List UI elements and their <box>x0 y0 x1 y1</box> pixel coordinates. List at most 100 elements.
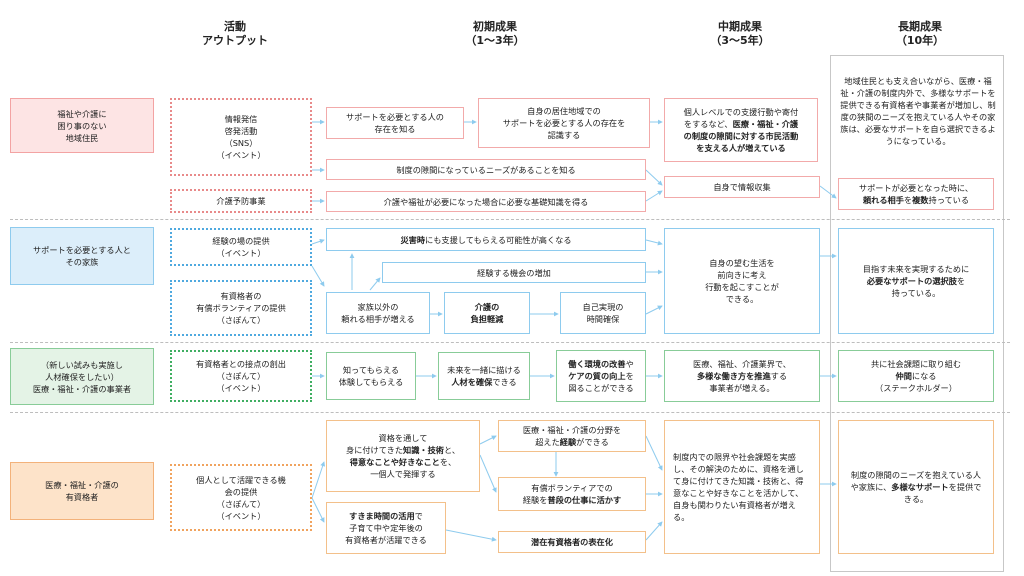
initial-know-people: サポートを必要とする人の 存在を知る <box>326 107 464 139</box>
initial-qual-3: と、 <box>443 445 461 455</box>
header-initial: 初期成果 （1〜3年） <box>430 20 560 48</box>
long-diverse-support-text: 制度の隙間のニーズを抱えている人や家族に、多様なサポートを提供できる。 <box>847 469 985 505</box>
initial-cross-bold: 経験 <box>559 437 577 447</box>
long-vision: 地域住民とも支え合いながら、医療・福祉・介護の制度内外で、多様なサポートを提供で… <box>834 58 1002 164</box>
initial-future: 未来を一緒に描ける人材を確保できる <box>438 352 530 400</box>
stakeholder-professionals: 医療・福祉・介護の 有資格者 <box>10 462 154 520</box>
mid-diverse-work-text: 医療、福祉、介護業界で、多様な働き方を推進する事業者が増える。 <box>693 358 791 394</box>
long-support-choices-text: 目指す未来を実現するために必要なサポートの選択肢を持っている。 <box>863 263 969 299</box>
initial-spare-time-text: すきま時間の活用で子育て中や定年後の有資格者が活躍できる <box>345 510 427 546</box>
header-activity: 活動 アウトプット <box>180 20 290 48</box>
initial-env-2: を <box>625 371 634 381</box>
mid-involved-professionals: 制度内での限界や社会課題を実感し、その解決のために、資格を通して身に付けてきた知… <box>664 420 820 554</box>
initial-future-text: 未来を一緒に描ける人材を確保できる <box>447 364 521 388</box>
long-choice-2: を <box>956 276 966 286</box>
mid-civic-action-text: 個人レベルでの支援行動や寄付をするなど、医療・福祉・介護の制度の隙間に対する市民… <box>684 106 799 154</box>
initial-qual-2: 身に付けてきた <box>345 445 404 455</box>
activity-info: 情報発信 啓発活動 （SNS） （イベント） <box>170 98 312 176</box>
header-long: 長期成果 （10年） <box>860 20 980 48</box>
header-mid-label: 中期成果 <box>718 20 762 33</box>
long-companions: 共に社会課題に取り組む仲間になる（ステークホルダー） <box>838 350 994 402</box>
header-activity-label: 活動 <box>224 20 246 33</box>
initial-cross-1: 医療・福祉・介護の分野を <box>522 425 622 435</box>
mid-civic-bold-1: 医療・福祉・介護 <box>732 119 799 129</box>
initial-cross-3: ができる <box>576 437 609 447</box>
header-long-period: （10年） <box>895 34 945 47</box>
initial-basic-knowledge: 介護や福祉が必要になった場合に必要な基礎知識を得る <box>326 191 646 212</box>
initial-latent-qualified: 潜在有資格者の表在化 <box>498 531 646 553</box>
mid-biz-bold: 多様な働き方を推進 <box>696 371 771 381</box>
initial-know-gap: 制度の隙間になっているニーズがあることを知る <box>326 159 646 180</box>
initial-paid-1: 有償ボランティアでの <box>531 483 613 493</box>
initial-env-bold-2: ケアの質の向上 <box>568 371 626 381</box>
long-companion-bold: 仲間 <box>895 371 912 381</box>
initial-qual-bold-2: 得意なことや好きなこと <box>349 457 440 467</box>
stakeholder-businesses: （新しい試みも実施し 人材確保をしたい） 医療・福祉・介護の事業者 <box>10 348 154 405</box>
initial-qualification-text: 資格を通して身に付けてきた知識・技術と、得意なことや好きなことを、一個人で発揮す… <box>346 432 460 480</box>
long-multiple-partners: サポートが必要となった時に、頼れる相手を複数持っている <box>838 178 994 210</box>
activity-experience: 経験の場の提供 （イベント） <box>170 228 312 266</box>
long-partner-3: 持っている <box>928 195 970 205</box>
mid-diverse-work: 医療、福祉、介護業界で、多様な働き方を推進する事業者が増える。 <box>664 350 820 402</box>
initial-qual-5: 一個人で発揮する <box>370 469 436 479</box>
mid-civic-bold-3: を支える人が増えている <box>696 143 786 153</box>
header-output-label: アウトプット <box>202 34 268 47</box>
initial-cross-field: 医療・福祉・介護の分野を超えた経験ができる <box>498 420 646 452</box>
initial-paid-volunteer: 有償ボランティアでの経験を普段の仕事に活かす <box>498 477 646 511</box>
long-partner-2: を <box>903 195 913 205</box>
mid-civic-1: 個人レベルでの支援行動や寄付 <box>683 107 799 117</box>
row-divider <box>10 342 1010 343</box>
long-companion-3: （ステークホルダー） <box>875 383 957 393</box>
mid-self-info: 自身で情報収集 <box>664 176 820 198</box>
initial-disaster: 災害時にも支援してもらえる可能性が高くなる <box>326 228 646 251</box>
initial-disaster-bold: 災害時 <box>400 234 426 245</box>
activity-active: 個人として活躍できる機 会の提供 （さぽんて） （イベント） <box>170 464 312 531</box>
header-initial-label: 初期成果 <box>473 20 517 33</box>
initial-cross-field-text: 医療・福祉・介護の分野を超えた経験ができる <box>523 424 621 448</box>
long-gap-1: 制度の隙間のニーズを抱えている人や家族に、 <box>850 470 982 492</box>
stakeholder-families: サポートを必要とする人と その家族 <box>10 227 154 285</box>
initial-environment: 働く環境の改善やケアの質の向上を図ることができる <box>556 350 646 402</box>
long-multiple-partners-text: サポートが必要となった時に、頼れる相手を複数持っている <box>859 182 973 206</box>
mid-desired-life: 自身の望む生活を 前向きに考え 行動を起こすことが できる。 <box>664 228 820 334</box>
initial-spare-time: すきま時間の活用で子育て中や定年後の有資格者が活躍できる <box>326 502 446 554</box>
initial-future-bold: 人材を確保 <box>451 377 493 387</box>
initial-know-experience: 知ってもらえる 体験してもらえる <box>326 352 416 400</box>
initial-spare-2: 子育て中や定年後の <box>349 523 423 533</box>
initial-future-2: できる <box>492 377 517 387</box>
mid-civic-bold-2: の制度の隙間に対する市民活動 <box>683 131 799 141</box>
activity-contact: 有資格者との接点の創出 （さぽんて） （イベント） <box>170 350 312 402</box>
long-partner-1: サポートが必要となった時に、 <box>858 183 974 193</box>
long-diverse-support: 制度の隙間のニーズを抱えている人や家族に、多様なサポートを提供できる。 <box>838 420 994 554</box>
header-long-label: 長期成果 <box>898 20 942 33</box>
header-mid-period: （3〜5年） <box>710 34 770 47</box>
long-partner-bold-2: 複数 <box>912 195 929 205</box>
mid-civic-action: 個人レベルでの支援行動や寄付をするなど、医療・福祉・介護の制度の隙間に対する市民… <box>664 98 818 162</box>
initial-disaster-text: にも支援してもらえる可能性が高くなる <box>425 234 572 245</box>
initial-qual-bold-1: 知識・技術 <box>403 445 444 455</box>
long-companions-text: 共に社会課題に取り組む仲間になる（ステークホルダー） <box>871 358 961 394</box>
long-partner-bold-1: 頼れる相手 <box>862 195 904 205</box>
initial-env-1: や <box>625 359 634 369</box>
initial-spare-3: 有資格者が活躍できる <box>345 535 427 545</box>
initial-paid-volunteer-text: 有償ボランティアでの経験を普段の仕事に活かす <box>523 482 621 506</box>
initial-experience-more: 経験する機会の増加 <box>382 262 646 283</box>
mid-biz-2: する <box>770 371 788 381</box>
initial-environment-text: 働く環境の改善やケアの質の向上を図ることができる <box>568 358 634 394</box>
long-term-column-frame <box>830 55 1004 572</box>
mid-biz-3: 事業者が増える。 <box>709 383 775 393</box>
initial-qual-4: を、 <box>439 457 457 467</box>
initial-cross-2: 超えた <box>535 437 560 447</box>
initial-spare-1: で <box>414 511 423 521</box>
initial-qual-1: 資格を通して <box>378 433 428 443</box>
long-gap-2: を提供できる。 <box>903 482 982 504</box>
long-choice-1: 目指す未来を実現するために <box>862 264 970 274</box>
initial-burden-reduction: 介護の 負担軽減 <box>444 292 530 334</box>
long-choice-bold: 必要なサポートの選択肢 <box>866 276 957 286</box>
header-mid: 中期成果 （3〜5年） <box>680 20 800 48</box>
activity-prevention: 介護予防事業 <box>170 189 312 213</box>
initial-recognize-local: 自身の居住地域での サポートを必要とする人の存在を 認識する <box>478 98 650 148</box>
initial-self-time: 自己実現の 時間確保 <box>560 292 646 334</box>
initial-spare-bold: すきま時間の活用 <box>349 511 415 521</box>
initial-env-bold-1: 働く環境の改善 <box>568 359 626 369</box>
